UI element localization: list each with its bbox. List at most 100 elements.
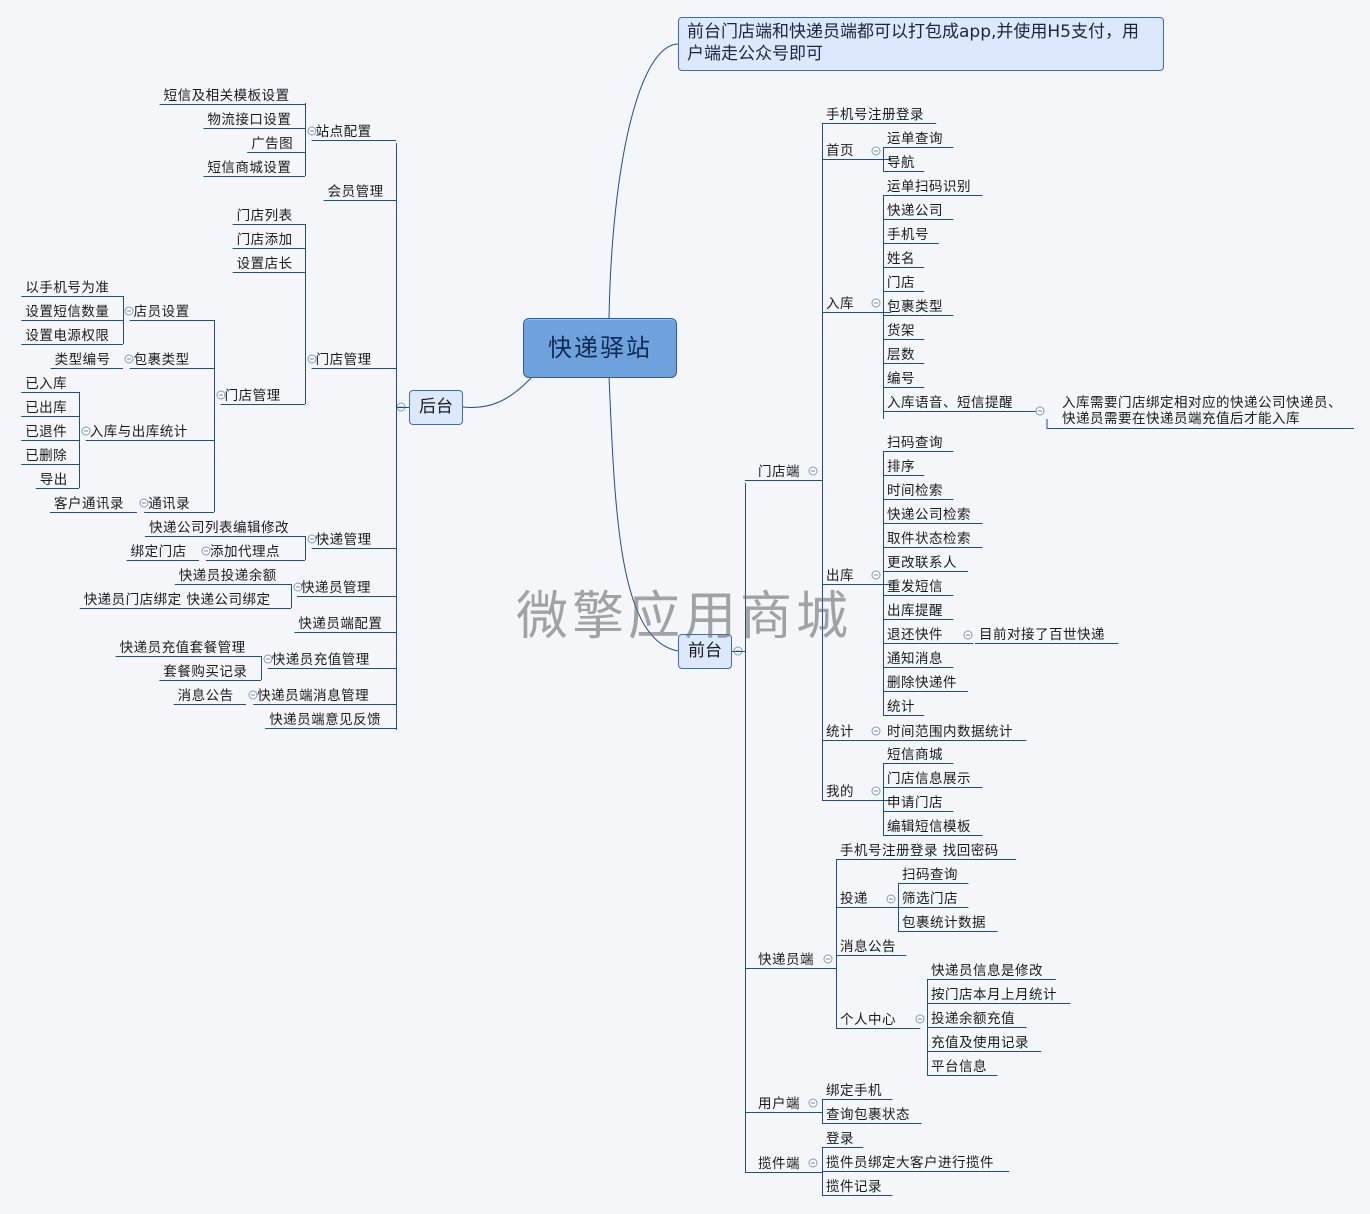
store-mgmt-item: 设置店长 xyxy=(236,256,293,272)
home-node: 首页 xyxy=(826,143,854,159)
store-mgmt-sub-node: 门店管理 xyxy=(224,388,281,404)
feedback-node: 快递员端意见反馈 xyxy=(269,712,382,728)
inbound-item: 姓名 xyxy=(887,251,915,267)
inbound-item: 手机号 xyxy=(887,227,929,243)
inbound-item: 快递公司 xyxy=(887,203,943,219)
pickup-end-label: 揽件端 xyxy=(758,1156,800,1172)
staff-item: 设置电源权限 xyxy=(25,328,110,344)
inbound-node: 入库 xyxy=(826,296,854,312)
courier-staff-node: 快递员管理 xyxy=(301,580,371,596)
staff-node: 店员设置 xyxy=(133,304,190,320)
staff-item: 以手机号为准 xyxy=(25,280,110,296)
store-mgmt-item: 门店列表 xyxy=(236,208,293,224)
mine-item: 短信商城 xyxy=(887,747,943,763)
mine-item: 编辑短信模板 xyxy=(887,819,971,835)
inbound-item: 层数 xyxy=(887,347,915,363)
io-stats-item: 导出 xyxy=(39,472,68,488)
site-config-node: 站点配置 xyxy=(315,124,372,140)
inbound-item: 货架 xyxy=(887,323,915,339)
outbound-item: 更改联系人 xyxy=(887,555,957,571)
outbound-node: 出库 xyxy=(826,568,854,584)
store-mgmt-node: 门店管理 xyxy=(315,352,372,368)
deliver-item: 筛选门店 xyxy=(902,891,958,907)
store-login: 手机号注册登录 xyxy=(826,107,924,123)
outbound-item: 退还快件 xyxy=(887,627,943,643)
deliver-item: 包裹统计数据 xyxy=(902,915,986,931)
mine-item: 申请门店 xyxy=(887,795,943,811)
root-to-backend xyxy=(462,377,532,409)
recharge-node: 快递员充值管理 xyxy=(271,652,370,668)
root-node: 快递驿站 xyxy=(523,318,677,378)
inbound-item: 编号 xyxy=(887,371,915,387)
outbound-item: 扫码查询 xyxy=(887,435,943,451)
recharge-item: 套餐购买记录 xyxy=(163,664,248,680)
inbound-item: 运单扫码识别 xyxy=(887,179,971,195)
message-item: 消息公告 xyxy=(177,688,234,704)
frontend-node: 前台 xyxy=(678,634,732,669)
note-box: 前台门店端和快递员端都可以打包成app,并使用H5支付，用户端走公众号即可 xyxy=(678,17,1164,71)
pickup-item: 揽件员绑定大客户进行揽件 xyxy=(826,1155,994,1171)
deliver-node: 投递 xyxy=(840,891,868,907)
user-end-label: 用户端 xyxy=(758,1096,800,1112)
outbound-item: 重发短信 xyxy=(887,579,943,595)
stats-item: 时间范围内数据统计 xyxy=(887,724,1013,740)
outbound-item: 取件状态检索 xyxy=(887,531,971,547)
contacts-item: 客户通讯录 xyxy=(54,496,124,512)
site-config-item: 物流接口设置 xyxy=(207,112,292,128)
staff-item: 设置短信数量 xyxy=(25,304,110,320)
io-stats-item: 已退件 xyxy=(25,424,68,440)
courier-staff-item: 快递员门店绑定 快递公司绑定 xyxy=(83,592,271,608)
site-config-item: 短信及相关模板设置 xyxy=(163,88,290,104)
center-item: 充值及使用记录 xyxy=(931,1035,1029,1051)
inbound-item: 包裹类型 xyxy=(887,299,943,315)
outbound-item: 通知消息 xyxy=(887,651,943,667)
center-item: 快递员信息是修改 xyxy=(931,963,1043,979)
root-to-frontend xyxy=(608,375,679,652)
pkg-type-item: 类型编号 xyxy=(54,352,111,368)
user-item: 绑定手机 xyxy=(826,1083,882,1099)
center-item: 平台信息 xyxy=(931,1059,987,1075)
site-config-item: 广告图 xyxy=(251,136,294,152)
contacts-node: 通讯录 xyxy=(148,496,191,512)
watermark: 微擎应用商城 xyxy=(516,587,853,647)
pickup-item: 登录 xyxy=(826,1131,854,1147)
inbound-note-line1: 入库需要门店绑定相对应的快递公司快递员、 xyxy=(1062,395,1342,411)
courier-staff-item: 快递员投递余额 xyxy=(178,568,277,584)
courier-end-label: 快递员端 xyxy=(758,952,814,968)
store-end-label: 门店端 xyxy=(758,464,800,480)
inbound-item: 门店 xyxy=(887,275,915,291)
outbound-item: 统计 xyxy=(887,699,915,715)
courier-mgmt-item: 快递公司列表编辑修改 xyxy=(149,520,289,536)
io-stats-node: 入库与出库统计 xyxy=(89,424,188,440)
mine-item: 门店信息展示 xyxy=(887,771,971,787)
io-stats-item: 已出库 xyxy=(25,400,68,416)
return-note: 目前对接了百世快递 xyxy=(979,627,1105,643)
outbound-item: 排序 xyxy=(887,459,915,475)
message-mgmt-node: 快递员端消息管理 xyxy=(257,688,370,704)
courier-mgmt-node: 快递管理 xyxy=(315,532,372,548)
home-item: 导航 xyxy=(887,155,915,171)
outbound-item: 时间检索 xyxy=(887,483,943,499)
site-config-item: 短信商城设置 xyxy=(207,160,292,176)
home-item: 运单查询 xyxy=(887,131,943,147)
outbound-item: 出库提醒 xyxy=(887,603,943,619)
deliver-item: 扫码查询 xyxy=(902,867,958,883)
courier-notice: 消息公告 xyxy=(840,939,896,955)
io-stats-item: 已入库 xyxy=(25,376,68,392)
io-stats-item: 已删除 xyxy=(25,448,68,464)
outbound-item: 快递公司检索 xyxy=(887,507,971,523)
agent-node: 添加代理点 xyxy=(210,544,280,560)
center-item: 按门店本月上月统计 xyxy=(931,987,1057,1003)
inbound-note-line2: 快递员需要在快递员端充值后才能入库 xyxy=(1062,411,1300,427)
center-item: 投递余额充值 xyxy=(931,1011,1015,1027)
outbound-item: 删除快递件 xyxy=(887,675,957,691)
inbound-note-underline xyxy=(1046,419,1354,429)
recharge-item: 快递员充值套餐管理 xyxy=(119,640,246,656)
user-item: 查询包裹状态 xyxy=(826,1107,910,1123)
member-node: 会员管理 xyxy=(327,184,384,200)
stats-node: 统计 xyxy=(826,724,854,740)
pkg-type-node: 包裹类型 xyxy=(133,352,190,368)
center-node: 个人中心 xyxy=(840,1012,896,1028)
pickup-item: 揽件记录 xyxy=(826,1179,882,1195)
